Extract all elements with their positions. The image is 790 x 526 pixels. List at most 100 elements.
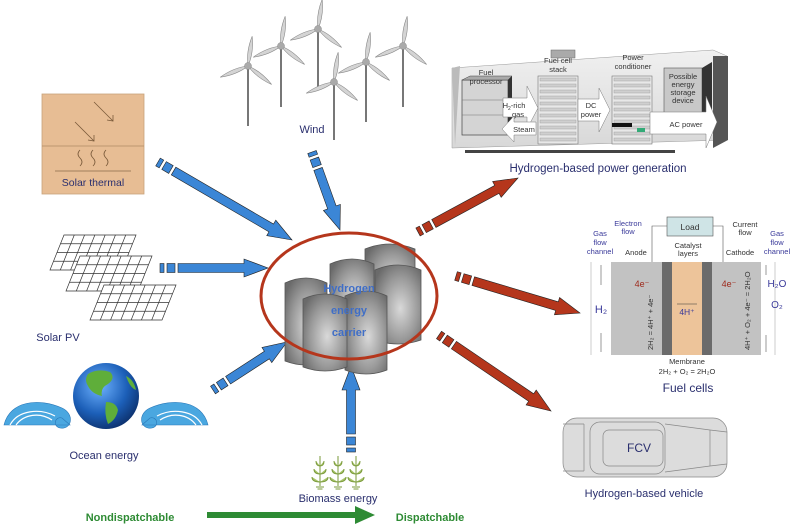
h2-rich-gas-label-2: gas <box>512 110 524 119</box>
anode-gas-label-1: Gas <box>593 229 607 238</box>
h2o-label: H₂O <box>768 279 787 290</box>
dc-label-1: DC <box>586 101 597 110</box>
storage-label-3: storage <box>670 88 695 97</box>
wind-turbine-icon <box>375 16 427 107</box>
electron-flow-label-1: Electron <box>614 219 642 228</box>
wind-turbine-icon <box>253 16 305 107</box>
vehicle-arrow <box>436 330 552 412</box>
fcv-label: FCV <box>627 441 651 455</box>
conditioner-display <box>612 123 632 127</box>
dc-label-2: power <box>581 110 602 119</box>
storage-label-1: Possible <box>669 72 697 81</box>
steam-label: Steam <box>513 125 535 134</box>
stack-label-2: stack <box>549 65 567 74</box>
steam-arrow <box>501 115 537 143</box>
catalyst-label-2: layers <box>678 249 698 258</box>
membrane <box>672 262 702 355</box>
input-arrows <box>155 150 361 453</box>
solar-pv-label: Solar PV <box>36 332 80 344</box>
dc-power-arrow <box>577 87 611 133</box>
ac-power-arrow <box>649 95 718 149</box>
conditioner-label-1: Power <box>622 53 644 62</box>
solar-thermal-source: Solar thermal <box>41 93 145 195</box>
cathode-reaction: 4H⁺ + O₂ + 4e⁻ = 2H₂O <box>743 271 752 350</box>
conditioner-label-2: conditioner <box>615 62 652 71</box>
wind-label: Wind <box>299 124 324 136</box>
hydrogen-tank-icon <box>344 290 388 375</box>
cathode-label: Cathode <box>726 248 754 257</box>
cathode-electrons: 4e⁻ <box>722 279 737 289</box>
electron-flow-label-2: flow <box>621 227 635 236</box>
power-generation-system: Fuel processor Fuel cell stack Power con… <box>451 49 728 175</box>
anode-catalyst <box>662 262 672 355</box>
wind-turbine-icon <box>306 52 358 140</box>
cathode-gas-label-2: flow <box>770 238 784 247</box>
ac-power-label: AC power <box>670 120 703 129</box>
overall-reaction: 2H₂ + O₂ = 2H₂O <box>659 367 716 376</box>
storage-label-2: energy <box>672 80 695 89</box>
dispatchability-arrow-shaft <box>207 512 357 518</box>
fuel-cells-caption: Fuel cells <box>663 381 714 395</box>
dispatchable-label: Dispatchable <box>396 512 464 524</box>
fuel-processor-label-1: Fuel <box>479 68 494 77</box>
solar-thermal-arrow <box>155 157 293 241</box>
energy-storage-device: Possible energy storage device <box>663 62 712 119</box>
cathode-gas-label-1: Gas <box>770 229 784 238</box>
dispatchability-arrow-head <box>355 506 375 524</box>
anode-gas-label-2: flow <box>593 238 607 247</box>
load-box <box>666 216 714 237</box>
hydrogen-carrier-label: Hydrogen energy carrier <box>323 283 375 339</box>
proton-label: 4H⁺ <box>679 307 695 317</box>
wind-source <box>220 0 427 140</box>
vehicle-caption: Hydrogen-based vehicle <box>585 488 704 500</box>
plant-icon <box>311 456 329 490</box>
center-line-2: energy <box>331 305 368 317</box>
fuel-cell-arrow <box>454 271 581 316</box>
fuel-cell-schematic: Load Electron flow Current flow Gas flow… <box>587 216 790 395</box>
anode-gas-label-3: channel <box>587 247 614 256</box>
biomass-arrow <box>341 365 361 453</box>
heat-waves-icon <box>77 149 109 167</box>
h2-label: H₂ <box>595 304 607 316</box>
cathode-gas-label-3: channel <box>764 247 790 256</box>
plant-icon <box>329 456 347 490</box>
power-generation-caption: Hydrogen-based power generation <box>509 163 686 175</box>
catalyst-label-1: Catalyst <box>674 241 702 250</box>
solar-pv-source <box>49 234 177 321</box>
h2-rich-gas-arrow <box>502 85 539 130</box>
anode-label: Anode <box>625 248 647 257</box>
hydrogen-tank-icon <box>302 293 348 372</box>
solar-pv-arrow <box>159 258 269 278</box>
wave-left-icon <box>3 402 71 429</box>
solar-thermal-panel <box>41 93 145 195</box>
wind-turbine-icon <box>338 32 390 122</box>
hydrogen-storage-tanks <box>284 243 422 375</box>
sun-rays-icon <box>74 101 114 142</box>
fcv-vehicle: FCV <box>562 417 728 478</box>
conditioner-indicator <box>637 128 645 132</box>
plant-icon <box>347 456 365 490</box>
fuel-cell-stack <box>537 75 579 145</box>
wind-arrow <box>307 150 341 231</box>
current-flow-label-1: Current <box>732 220 758 229</box>
power-conditioner <box>611 75 653 145</box>
solar-thermal-label: Solar thermal <box>62 177 124 189</box>
center-line-3: carrier <box>332 327 367 339</box>
fuel-processor-label-2: processor <box>470 77 503 86</box>
wind-turbine-icon <box>220 36 272 126</box>
output-arrows <box>415 177 581 412</box>
ocean-source: Ocean energy <box>3 363 209 462</box>
wind-turbine-icon <box>290 0 342 87</box>
cathode-catalyst <box>702 262 712 355</box>
load-label: Load <box>681 222 700 232</box>
ocean-label: Ocean energy <box>69 450 139 462</box>
storage-label-4: device <box>672 96 694 105</box>
solar-panel-icon <box>89 284 177 321</box>
wave-right-icon <box>141 402 209 429</box>
o2-label: O₂ <box>771 300 783 311</box>
current-flow-label-2: flow <box>738 228 752 237</box>
center-line-1: Hydrogen <box>323 283 375 295</box>
biomass-label: Biomass energy <box>299 493 378 505</box>
fuel-processor: Fuel processor <box>461 68 513 136</box>
